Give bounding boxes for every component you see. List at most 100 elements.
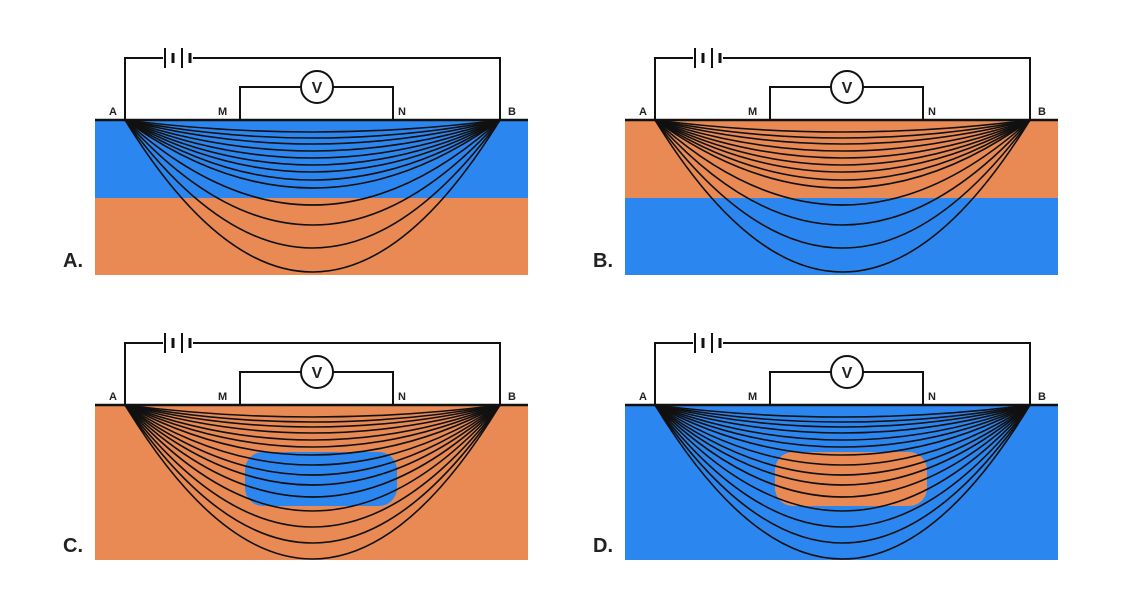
- panel-b-label: B.: [593, 250, 613, 272]
- current-flow-line: [654, 404, 1031, 434]
- current-flow-line: [124, 404, 501, 418]
- current-flow-line: [124, 404, 501, 512]
- current-flow-line: [654, 404, 1031, 428]
- panel-a: V A M N B A.: [63, 45, 528, 315]
- current-flow-line: [654, 119, 1031, 145]
- current-flow-line: [124, 119, 501, 139]
- panel-d-svg: V A M N B D.: [593, 333, 1058, 560]
- voltmeter-symbol: V: [842, 365, 853, 382]
- current-flow-line: [124, 119, 501, 152]
- current-flow-line: [654, 119, 1031, 173]
- electrode-a-label: A: [639, 106, 647, 118]
- panel-a-label: A.: [63, 250, 83, 272]
- current-flow-line: [654, 404, 1031, 466]
- electrode-n-label: N: [398, 391, 406, 403]
- current-flow-line: [654, 119, 1031, 226]
- current-flow-line: [124, 119, 501, 226]
- battery-icon: [694, 333, 722, 353]
- panel-b-bottom-layer: [625, 198, 1058, 275]
- current-flow-line: [654, 404, 1031, 423]
- current-flow-line: [654, 119, 1031, 166]
- panel-b-battery-circuit: [654, 57, 1031, 120]
- battery-icon: [164, 333, 192, 353]
- electrode-b-label: B: [508, 106, 516, 118]
- panel-b-voltmeter-circuit: [769, 86, 924, 120]
- current-flow-line: [124, 119, 501, 189]
- current-flow-line: [654, 404, 1031, 476]
- current-flow-line: [654, 119, 1031, 159]
- current-flow-line: [654, 119, 1031, 139]
- voltmeter-icon: V: [300, 70, 334, 104]
- panel-c-inclusion-body: [245, 452, 397, 506]
- current-flow-line: [654, 119, 1031, 181]
- panel-d-inclusion-body: [775, 452, 927, 506]
- current-flow-line: [124, 404, 501, 434]
- current-flow-line: [124, 119, 501, 133]
- current-flow-line: [124, 404, 501, 428]
- panel-c-voltmeter-circuit: [239, 371, 394, 405]
- current-flow-line: [124, 119, 501, 173]
- voltmeter-icon: V: [300, 355, 334, 389]
- panel-d-label: D.: [593, 535, 613, 557]
- panel-c-label: C.: [63, 535, 83, 557]
- electrode-a-label: A: [639, 391, 647, 403]
- electrode-n-label: N: [398, 106, 406, 118]
- electrode-n-label: N: [928, 391, 936, 403]
- electrode-b-label: B: [1038, 391, 1046, 403]
- battery-icon: [694, 48, 722, 68]
- current-flow-line: [654, 404, 1031, 528]
- current-flow-line: [124, 404, 501, 423]
- panel-c-current-lines: [124, 404, 501, 560]
- electrode-m-label: M: [748, 391, 757, 403]
- voltmeter-symbol: V: [842, 80, 853, 97]
- current-flow-line: [654, 404, 1031, 448]
- electrode-b-label: B: [1038, 106, 1046, 118]
- panel-d-current-lines: [654, 404, 1031, 560]
- current-flow-line: [124, 404, 501, 448]
- panel-a-battery-circuit: [124, 57, 501, 120]
- current-flow-line: [124, 119, 501, 273]
- current-flow-line: [124, 404, 501, 466]
- current-flow-line: [124, 404, 501, 560]
- current-flow-line: [124, 404, 501, 498]
- panel-b-current-lines: [654, 119, 1031, 273]
- current-flow-line: [654, 404, 1031, 441]
- panel-d: V A M N B D.: [593, 330, 1058, 600]
- battery-icon: [164, 48, 192, 68]
- current-flow-line: [654, 119, 1031, 273]
- current-flow-line: [654, 404, 1031, 498]
- current-flow-line: [124, 404, 501, 544]
- electrode-m-label: M: [218, 391, 227, 403]
- panel-a-voltmeter-circuit: [239, 86, 394, 120]
- current-flow-line: [654, 404, 1031, 560]
- current-flow-line: [124, 404, 501, 456]
- current-flow-line: [124, 404, 501, 528]
- current-flow-line: [654, 404, 1031, 456]
- electrode-m-label: M: [218, 106, 227, 118]
- current-flow-line: [654, 119, 1031, 152]
- current-flow-line: [654, 404, 1031, 486]
- current-flow-line: [124, 404, 501, 486]
- voltmeter-symbol: V: [312, 80, 323, 97]
- current-flow-line: [124, 119, 501, 159]
- current-flow-line: [124, 404, 501, 441]
- voltmeter-icon: V: [830, 355, 864, 389]
- panel-d-battery-circuit: [654, 342, 1031, 405]
- current-flow-line: [654, 404, 1031, 418]
- current-flow-line: [124, 119, 501, 181]
- electrode-a-label: A: [109, 106, 117, 118]
- electrode-b-label: B: [508, 391, 516, 403]
- electrode-n-label: N: [928, 106, 936, 118]
- current-flow-line: [124, 119, 501, 145]
- current-flow-line: [124, 119, 501, 249]
- current-flow-line: [124, 119, 501, 206]
- current-flow-line: [654, 404, 1031, 544]
- voltmeter-icon: V: [830, 70, 864, 104]
- current-flow-line: [124, 119, 501, 166]
- current-flow-line: [654, 404, 1031, 512]
